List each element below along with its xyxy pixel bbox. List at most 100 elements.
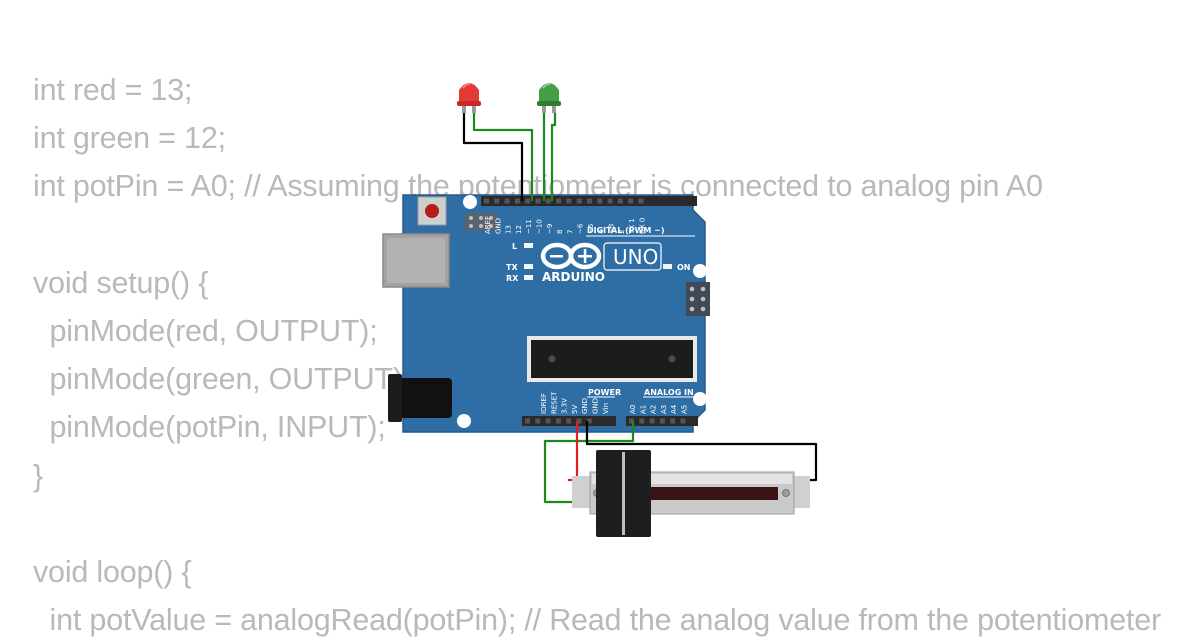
header-pin[interactable] [566, 418, 572, 424]
header-pin[interactable] [617, 198, 623, 204]
header-pin[interactable] [484, 198, 489, 204]
code-line: int potPin = A0; // Assuming the potenti… [33, 169, 1043, 204]
code-line: void loop() { [33, 554, 192, 589]
pin-label: AREF [484, 216, 492, 234]
header-pin[interactable] [649, 418, 655, 424]
pin-label: RESET [550, 391, 558, 414]
pin-label: GND [592, 398, 600, 414]
pin-label: ~5 [587, 224, 595, 234]
header-pin[interactable] [556, 198, 562, 204]
header-pin[interactable] [659, 418, 665, 424]
header-pin[interactable] [545, 418, 551, 424]
header-pin[interactable] [587, 198, 592, 204]
led-rx-label: RX [506, 274, 519, 283]
pin-label: A5 [681, 405, 689, 414]
pin-label: ~11 [525, 219, 533, 234]
header-pin[interactable] [597, 198, 603, 204]
digital-header-label: DIGITAL (PWM ~) [587, 226, 665, 235]
header-pin[interactable] [680, 418, 686, 424]
power-jack [390, 378, 452, 418]
board-brand: ARDUINO [542, 270, 605, 284]
pin-label: TX 1 [628, 218, 636, 235]
digital-header[interactable] [481, 196, 697, 206]
wires [462, 111, 818, 504]
wire-led-red-gnd [462, 111, 524, 201]
header-pin[interactable] [545, 198, 551, 204]
header-pin[interactable] [535, 418, 541, 424]
usb-port-inner [387, 238, 445, 283]
infinity-icon [540, 242, 602, 270]
header-pin[interactable] [555, 418, 561, 424]
board-model: UNO [613, 245, 658, 269]
wire-led-red-signal [472, 112, 534, 201]
on-led-label: ON [677, 263, 691, 272]
analog-header-label: ANALOG IN [644, 388, 694, 397]
reset-button-cap[interactable] [425, 204, 439, 218]
header-pin[interactable] [576, 418, 582, 424]
led-red[interactable] [457, 83, 481, 113]
pin-label: GND [494, 218, 502, 234]
led-green[interactable] [537, 83, 561, 113]
microcontroller-chip [527, 336, 697, 382]
header-pin[interactable] [504, 198, 510, 204]
header-pin[interactable] [638, 198, 644, 204]
led-red-body [459, 83, 479, 104]
pin-label: 5V [571, 405, 579, 414]
pin-label: 4 [597, 229, 605, 234]
header-pin[interactable] [576, 198, 582, 204]
pin-label: RX 0 [639, 218, 647, 234]
pin-label: A2 [650, 405, 658, 414]
mounting-hole [457, 414, 471, 428]
screw-icon [782, 489, 790, 497]
code-line: int red = 13; [33, 73, 193, 107]
header-pin[interactable] [628, 198, 634, 204]
power-header-label: POWER [588, 388, 621, 397]
icsp-header-top [465, 213, 497, 231]
arduino-logo: UNO ARDUINO [540, 242, 662, 284]
header-pin[interactable] [566, 198, 572, 204]
header-pin[interactable] [586, 418, 592, 424]
led-green-body [539, 83, 559, 104]
header-pin[interactable] [629, 418, 634, 424]
pin-label: IOREF [540, 393, 548, 414]
header-pin[interactable] [514, 198, 520, 204]
pin-label: 3.3V [561, 398, 569, 414]
pin-label: 7 [566, 230, 574, 234]
header-pin[interactable] [607, 198, 613, 204]
code-line: pinMode(green, OUTPUT); [33, 362, 412, 397]
pin-label: A1 [639, 405, 647, 414]
header-pin[interactable] [494, 198, 500, 204]
header-pin[interactable] [639, 418, 645, 424]
analog-header[interactable] [626, 416, 698, 426]
wire-led-green-2 [550, 112, 557, 201]
pin-label: GND [581, 398, 589, 414]
pin-label: 13 [505, 225, 513, 234]
header-pin[interactable] [535, 198, 541, 204]
power-header[interactable] [522, 416, 616, 426]
pin-label: ~10 [536, 219, 544, 234]
mounting-hole [463, 195, 477, 209]
pin-label: A0 [629, 405, 637, 414]
status-leds [524, 243, 672, 280]
pin-label: 2 [618, 230, 626, 234]
pot-terminal-right [790, 476, 810, 508]
pin-label: A4 [670, 404, 678, 414]
icsp-header-right [686, 282, 710, 316]
pin-label: 8 [556, 230, 564, 234]
pin-label: ~3 [608, 224, 616, 234]
header-pin[interactable] [670, 418, 676, 424]
led-l-label: L [512, 242, 517, 251]
code-line: int green = 12; [33, 121, 226, 156]
code-line: } [33, 458, 43, 493]
header-pin[interactable] [525, 418, 530, 424]
header-pin[interactable] [525, 198, 531, 204]
code-line: pinMode(red, OUTPUT); [33, 313, 378, 348]
pin-label: A3 [660, 405, 668, 414]
slide-potentiometer[interactable] [572, 450, 810, 537]
mounting-hole [693, 392, 707, 406]
